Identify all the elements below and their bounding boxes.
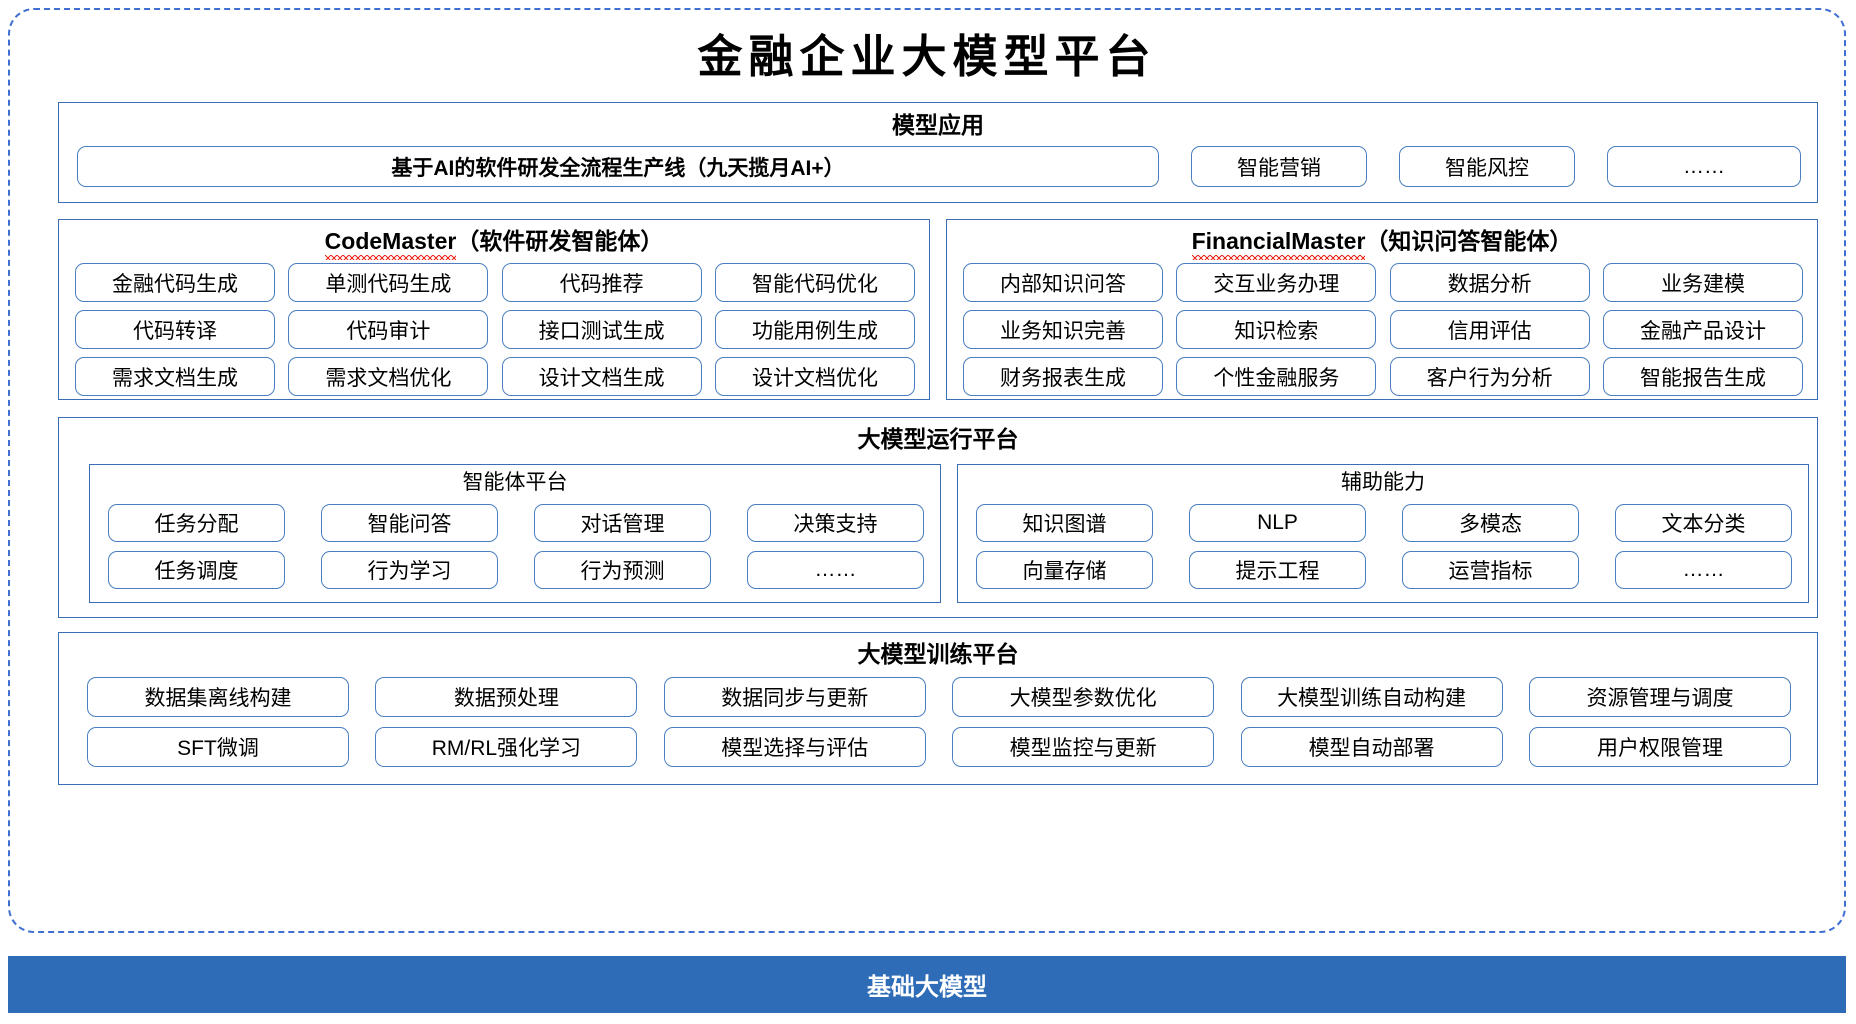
chip-data-preprocessing[interactable]: 数据预处理 — [375, 677, 638, 717]
chip-customer-behavior-analysis[interactable]: 客户行为分析 — [1389, 357, 1590, 396]
chip-row: 需求文档生成 需求文档优化 设计文档生成 设计文档优化 — [75, 357, 915, 396]
chip-row: 任务分配 智能问答 对话管理 决策支持 — [108, 504, 924, 542]
agent-platform-subpanel: 智能体平台 任务分配 智能问答 对话管理 决策支持 任务调度 行为学习 行为预测… — [89, 464, 941, 603]
chip-dataset-offline-construction[interactable]: 数据集离线构建 — [87, 677, 349, 717]
chip-smart-qa[interactable]: 智能问答 — [321, 504, 498, 542]
training-platform-grid: 数据集离线构建 数据预处理 数据同步与更新 大模型参数优化 大模型训练自动构建 … — [87, 677, 1791, 777]
runtime-platform-title: 大模型运行平台 — [857, 426, 1019, 452]
agent-platform-grid: 任务分配 智能问答 对话管理 决策支持 任务调度 行为学习 行为预测 …… — [108, 504, 924, 598]
chip-model-training-auto-construction[interactable]: 大模型训练自动构建 — [1240, 677, 1503, 717]
chip-personalized-financial-service[interactable]: 个性金融服务 — [1176, 357, 1377, 396]
chip-data-analysis[interactable]: 数据分析 — [1389, 263, 1590, 302]
chip-financial-product-design[interactable]: 金融产品设计 — [1602, 310, 1803, 349]
chip-business-knowledge-improvement[interactable]: 业务知识完善 — [963, 310, 1163, 349]
chip-internal-knowledge-qa[interactable]: 内部知识问答 — [963, 263, 1163, 302]
chip-ai-pipeline[interactable]: 基于AI的软件研发全流程生产线（九天揽月AI+） — [77, 146, 1159, 187]
chip-function-case-generation[interactable]: 功能用例生成 — [714, 310, 915, 349]
chip-decision-support[interactable]: 决策支持 — [747, 504, 924, 542]
chip-dialogue-management[interactable]: 对话管理 — [534, 504, 711, 542]
chip-knowledge-graph[interactable]: 知识图谱 — [976, 504, 1153, 542]
chip-code-audit[interactable]: 代码审计 — [288, 310, 489, 349]
codemaster-panel: CodeMaster（软件研发智能体） 金融代码生成 单测代码生成 代码推荐 智… — [58, 219, 930, 400]
chip-knowledge-retrieval[interactable]: 知识检索 — [1176, 310, 1377, 349]
chip-business-modeling[interactable]: 业务建模 — [1602, 263, 1803, 302]
chip-resource-management-and-scheduling[interactable]: 资源管理与调度 — [1528, 677, 1791, 717]
chip-smart-report-generation[interactable]: 智能报告生成 — [1602, 357, 1803, 396]
runtime-platform-panel: 大模型运行平台 智能体平台 任务分配 智能问答 对话管理 决策支持 任务调度 行… — [58, 417, 1818, 618]
financialmaster-name: FinancialMaster — [1191, 228, 1366, 260]
chip-row: 向量存储 提示工程 运营指标 …… — [976, 551, 1792, 589]
chip-rm-rl-reinforcement-learning[interactable]: RM/RL强化学习 — [375, 727, 638, 767]
chip-code-recommendation[interactable]: 代码推荐 — [501, 263, 702, 302]
diagram-frame: 金融企业大模型平台 模型应用 基于AI的软件研发全流程生产线（九天揽月AI+） … — [8, 8, 1846, 933]
training-platform-panel: 大模型训练平台 数据集离线构建 数据预处理 数据同步与更新 大模型参数优化 大模… — [58, 632, 1818, 785]
chip-model-selection-and-evaluation[interactable]: 模型选择与评估 — [663, 727, 926, 767]
agent-platform-title: 智能体平台 — [462, 471, 568, 494]
chip-smart-code-optimization[interactable]: 智能代码优化 — [714, 263, 915, 302]
chip-requirement-doc-generation[interactable]: 需求文档生成 — [75, 357, 275, 396]
chip-credit-assessment[interactable]: 信用评估 — [1389, 310, 1590, 349]
financialmaster-panel: FinancialMaster（知识问答智能体） 内部知识问答 交互业务办理 数… — [946, 219, 1818, 400]
chip-design-doc-generation[interactable]: 设计文档生成 — [501, 357, 702, 396]
chip-row: 金融代码生成 单测代码生成 代码推荐 智能代码优化 — [75, 263, 915, 302]
chip-task-allocation[interactable]: 任务分配 — [108, 504, 285, 542]
chip-model-auto-deployment[interactable]: 模型自动部署 — [1240, 727, 1503, 767]
chip-row: 任务调度 行为学习 行为预测 …… — [108, 551, 924, 589]
chip-task-scheduling[interactable]: 任务调度 — [108, 551, 285, 589]
chip-interactive-business-handling[interactable]: 交互业务办理 — [1176, 263, 1377, 302]
chip-text-classification[interactable]: 文本分类 — [1615, 504, 1792, 542]
chip-prompt-engineering[interactable]: 提示工程 — [1189, 551, 1366, 589]
chip-interface-test-generation[interactable]: 接口测试生成 — [501, 310, 702, 349]
chip-model-parameter-optimization[interactable]: 大模型参数优化 — [952, 677, 1215, 717]
chip-row: 内部知识问答 交互业务办理 数据分析 业务建模 — [963, 263, 1803, 302]
auxiliary-capability-subpanel: 辅助能力 知识图谱 NLP 多模态 文本分类 向量存储 提示工程 运营指标 …… — [957, 464, 1809, 603]
chip-financial-report-generation[interactable]: 财务报表生成 — [963, 357, 1163, 396]
financialmaster-grid: 内部知识问答 交互业务办理 数据分析 业务建模 业务知识完善 知识检索 信用评估… — [963, 263, 1803, 404]
codemaster-grid: 金融代码生成 单测代码生成 代码推荐 智能代码优化 代码转译 代码审计 接口测试… — [75, 263, 915, 404]
codemaster-title: CodeMaster（软件研发智能体） — [59, 228, 929, 260]
chip-smart-risk-control[interactable]: 智能风控 — [1399, 146, 1575, 187]
codemaster-name: CodeMaster — [324, 228, 457, 260]
chip-multimodal[interactable]: 多模态 — [1402, 504, 1579, 542]
chip-code-translation[interactable]: 代码转译 — [75, 310, 275, 349]
chip-smart-marketing[interactable]: 智能营销 — [1191, 146, 1367, 187]
foundation-model-bar: 基础大模型 — [8, 956, 1846, 1013]
page-title: 金融企业大模型平台 — [697, 30, 1157, 83]
training-platform-title: 大模型训练平台 — [857, 641, 1019, 667]
foundation-model-label: 基础大模型 — [867, 974, 987, 1001]
chip-data-sync-and-update[interactable]: 数据同步与更新 — [663, 677, 926, 717]
codemaster-suffix: （软件研发智能体） — [456, 228, 664, 254]
chip-model-monitoring-and-update[interactable]: 模型监控与更新 — [952, 727, 1215, 767]
financialmaster-suffix: （知识问答智能体） — [1365, 228, 1573, 254]
auxiliary-capability-title: 辅助能力 — [1341, 471, 1425, 494]
chip-requirement-doc-optimization[interactable]: 需求文档优化 — [288, 357, 489, 396]
chip-vector-storage[interactable]: 向量存储 — [976, 551, 1153, 589]
chip-unit-test-code-generation[interactable]: 单测代码生成 — [288, 263, 489, 302]
chip-behavior-learning[interactable]: 行为学习 — [321, 551, 498, 589]
chip-more-auxiliary-capabilities[interactable]: …… — [1615, 551, 1792, 589]
chip-more-agent-capabilities[interactable]: …… — [747, 551, 924, 589]
chip-design-doc-optimization[interactable]: 设计文档优化 — [714, 357, 915, 396]
chip-user-permission-management[interactable]: 用户权限管理 — [1528, 727, 1791, 767]
chip-more-applications[interactable]: …… — [1607, 146, 1801, 187]
chip-behavior-prediction[interactable]: 行为预测 — [534, 551, 711, 589]
chip-row: 数据集离线构建 数据预处理 数据同步与更新 大模型参数优化 大模型训练自动构建 … — [87, 677, 1791, 717]
chip-row: SFT微调 RM/RL强化学习 模型选择与评估 模型监控与更新 模型自动部署 用… — [87, 727, 1791, 767]
chip-row: 知识图谱 NLP 多模态 文本分类 — [976, 504, 1792, 542]
model-application-chip-row: 基于AI的软件研发全流程生产线（九天揽月AI+） 智能营销 智能风控 …… — [77, 146, 1801, 187]
chip-finance-code-generation[interactable]: 金融代码生成 — [75, 263, 275, 302]
chip-sft-finetuning[interactable]: SFT微调 — [87, 727, 349, 767]
model-application-panel: 模型应用 基于AI的软件研发全流程生产线（九天揽月AI+） 智能营销 智能风控 … — [58, 102, 1818, 203]
financialmaster-title: FinancialMaster（知识问答智能体） — [947, 228, 1817, 260]
model-application-title: 模型应用 — [892, 112, 984, 138]
auxiliary-capability-grid: 知识图谱 NLP 多模态 文本分类 向量存储 提示工程 运营指标 …… — [976, 504, 1792, 598]
chip-row: 财务报表生成 个性金融服务 客户行为分析 智能报告生成 — [963, 357, 1803, 396]
chip-operation-metrics[interactable]: 运营指标 — [1402, 551, 1579, 589]
chip-row: 业务知识完善 知识检索 信用评估 金融产品设计 — [963, 310, 1803, 349]
chip-row: 代码转译 代码审计 接口测试生成 功能用例生成 — [75, 310, 915, 349]
chip-nlp[interactable]: NLP — [1189, 504, 1366, 542]
